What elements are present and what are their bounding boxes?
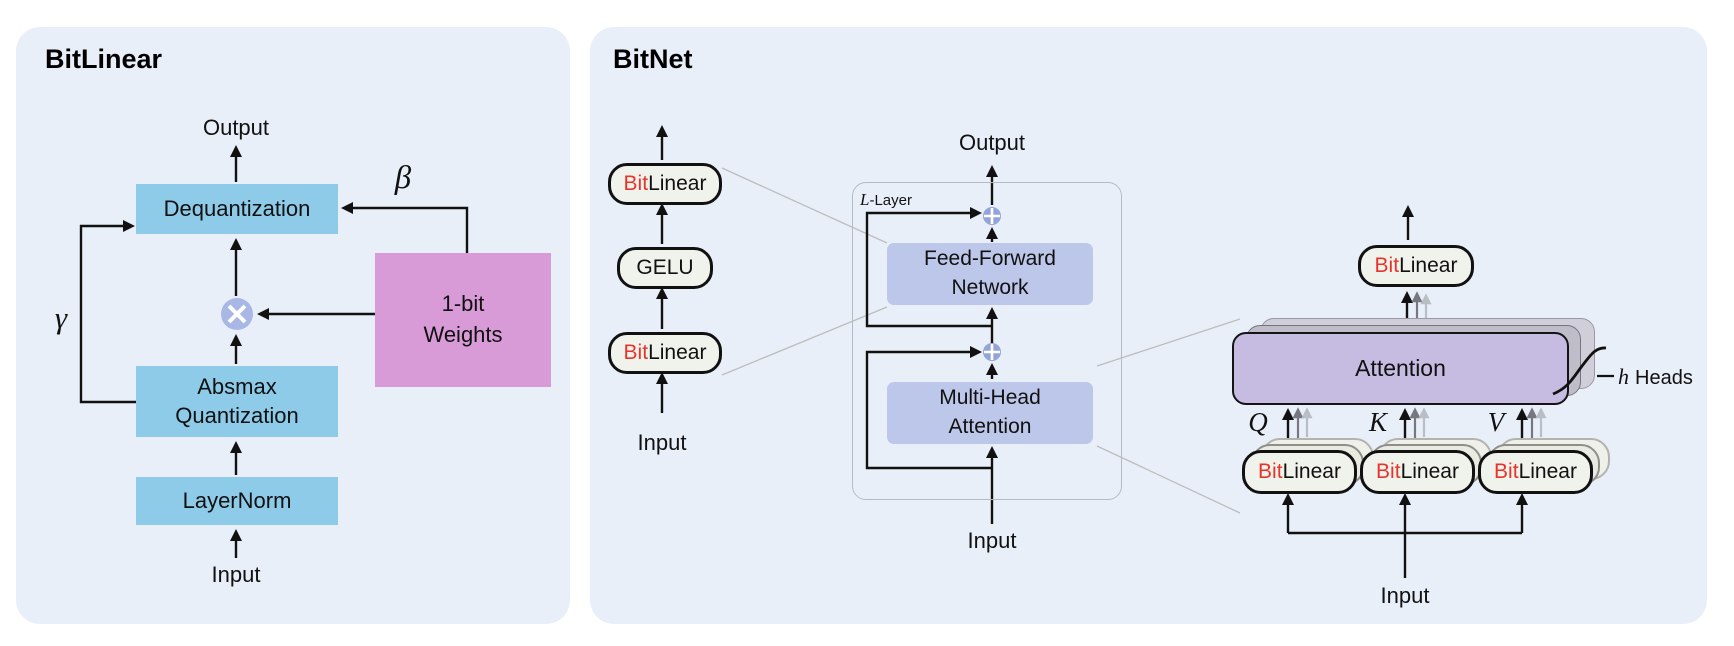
multiply-node: [221, 298, 253, 330]
transformer-arrows: [865, 165, 998, 524]
absmax-quantization-box: Absmax Quantization: [136, 366, 338, 437]
gelu-pill: GELU: [617, 247, 713, 289]
dequantization-box: Dequantization: [136, 184, 338, 234]
qkv-input-bracket: [1282, 493, 1528, 578]
bitlinear-input-label: Input: [211, 562, 261, 587]
l-layer-container: [852, 182, 1122, 500]
expansion-connector-lines: [721, 167, 1241, 514]
multi-head-attention-box: Multi-Head Attention: [887, 382, 1093, 444]
transformer-output-label: Output: [958, 130, 1026, 155]
attention-input-label: Input: [1380, 583, 1430, 608]
bitlinear-flow-arrows: [79, 145, 469, 558]
residual-skip-mha: [865, 346, 992, 470]
gamma-path: [79, 220, 136, 404]
l-layer-label: L-Layer: [860, 190, 912, 209]
beta-path: [341, 202, 469, 253]
q-label: Q: [1248, 407, 1268, 437]
bitlinear-panel-title: BitLinear: [45, 44, 163, 74]
bitlinear-pill-bit-text: Bit: [623, 172, 649, 195]
beta-label: β: [394, 160, 412, 196]
residual-skip-ffn: [865, 207, 992, 328]
add-node-mha: [983, 343, 1001, 361]
feed-forward-network-box: Feed-Forward Network: [887, 243, 1093, 305]
ffn-stack-input-label: Input: [637, 430, 687, 455]
bitlinear-output-label: Output: [202, 115, 270, 140]
attention-box: Attention: [1232, 332, 1569, 405]
k-label: K: [1368, 407, 1388, 437]
gamma-label: γ: [54, 300, 68, 335]
v-label: V: [1487, 407, 1505, 437]
one-bit-weights-box: 1-bit Weights: [375, 253, 551, 387]
h-heads-tick-mark: [1552, 346, 1614, 396]
transformer-input-label: Input: [967, 528, 1017, 553]
bitnet-panel-title: BitNet: [613, 44, 693, 74]
add-node-ffn: [983, 207, 1001, 225]
layernorm-box: LayerNorm: [136, 477, 338, 525]
